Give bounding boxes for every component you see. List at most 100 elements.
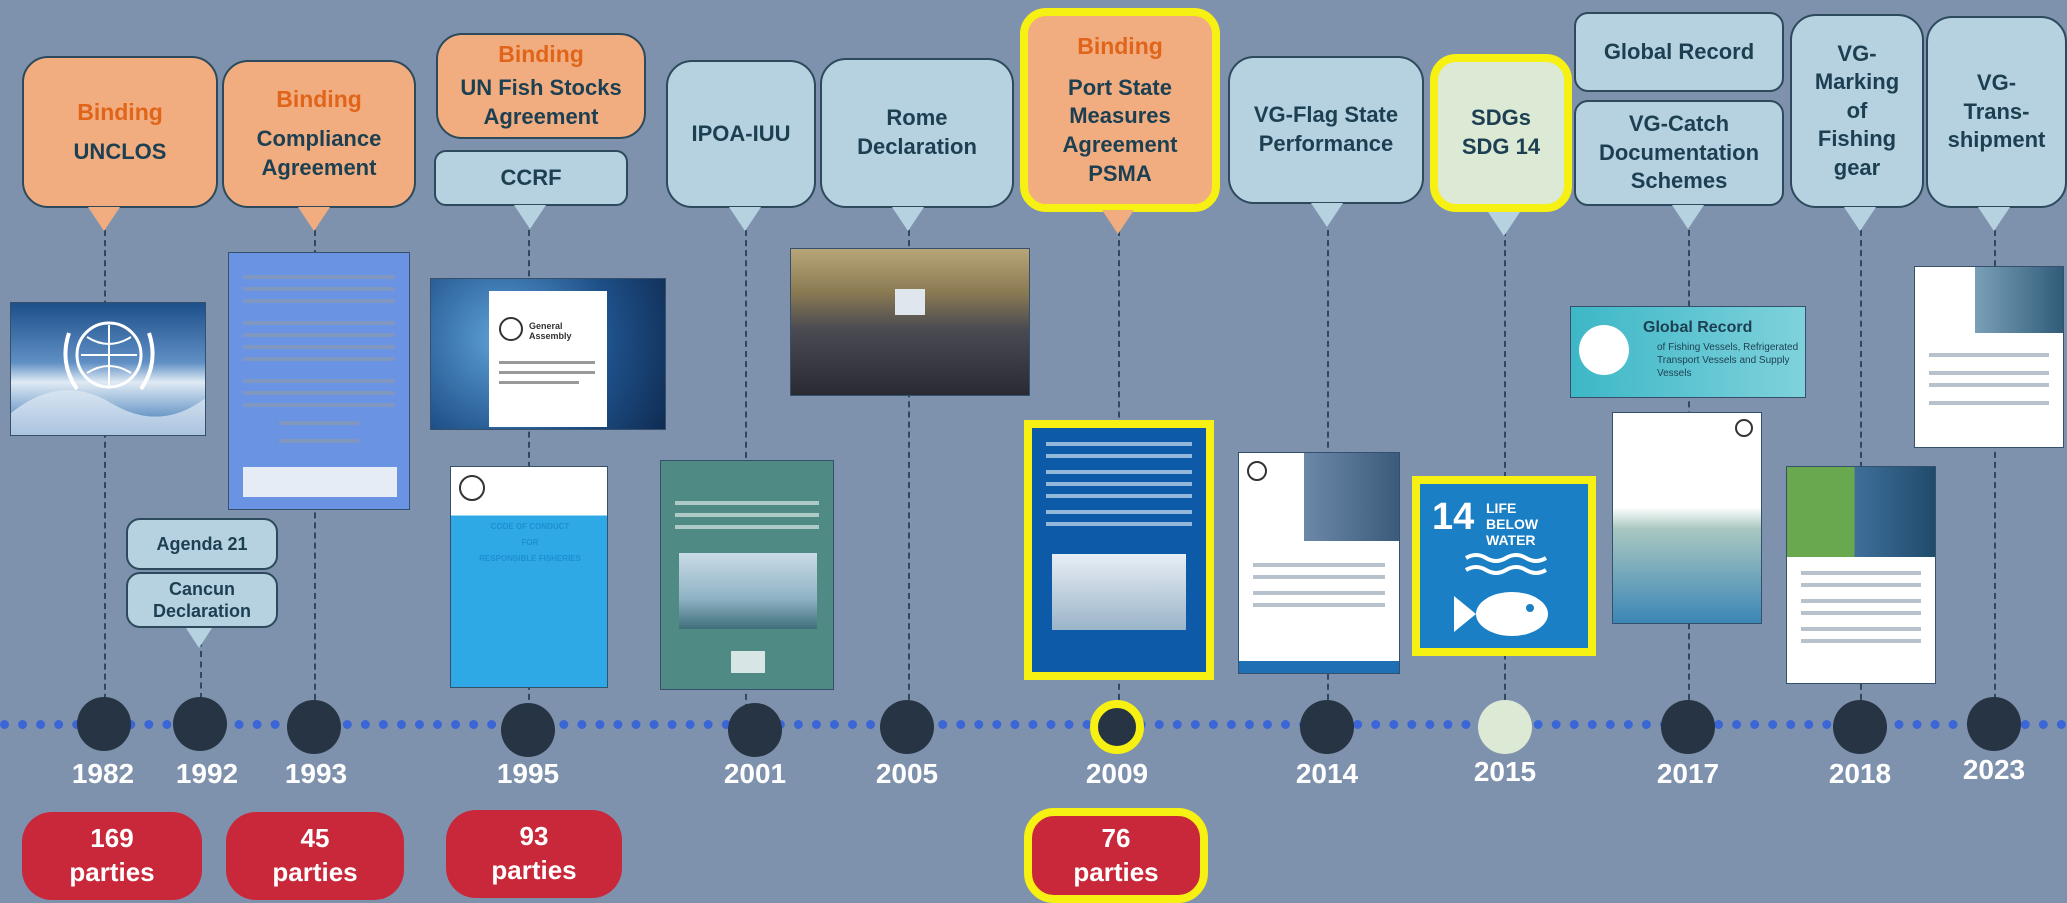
un-emblem-icon xyxy=(11,321,205,435)
psma-document-cover xyxy=(1024,420,1214,680)
callout-pointer xyxy=(514,205,546,229)
timeline-dot-2017 xyxy=(1661,700,1715,754)
callout-pointer xyxy=(729,207,761,231)
parties-badge-compliance: 45 parties xyxy=(226,812,404,900)
parties-unit: parties xyxy=(69,857,155,887)
event-title: UNCLOS xyxy=(73,138,167,164)
callout-pointer xyxy=(1311,203,1343,227)
year-label: 2017 xyxy=(1656,758,1720,789)
event-title: Rome Declaration xyxy=(857,105,977,159)
event-callout-rome: Rome Declaration xyxy=(820,58,1014,208)
year-label: 1982 xyxy=(71,758,135,789)
timeline-dot-1992 xyxy=(173,697,227,751)
event-title: SDGs SDG 14 xyxy=(1461,105,1541,159)
callout-pointer xyxy=(186,628,212,648)
year-label: 2001 xyxy=(723,758,787,789)
year-label: 1995 xyxy=(496,758,560,789)
binding-tag: Binding xyxy=(77,98,163,125)
timeline-dot-1993 xyxy=(287,700,341,754)
agenda21-label: Agenda 21 xyxy=(156,533,248,554)
callout-pointer xyxy=(1978,207,2010,231)
parties-count: 76 xyxy=(1101,822,1131,853)
ga-document-image: General Assembly xyxy=(430,278,666,430)
event-title: VG-Flag State Performance xyxy=(1253,102,1399,156)
parties-count: 45 xyxy=(300,823,330,854)
event-callout-psma: Binding Port State Measures Agreement PS… xyxy=(1020,8,1220,212)
parties-unit: parties xyxy=(1073,856,1159,887)
global-record-subtitle: of Fishing Vessels, Refrigerated Transpo… xyxy=(1657,342,1799,379)
callout-pointer xyxy=(88,207,120,231)
sdg14-number: 14 xyxy=(1432,496,1475,538)
event-callout-vgcatch: VG-Catch Documentation Schemes xyxy=(1574,100,1784,206)
agenda21-box: Agenda 21 xyxy=(126,518,278,570)
ccrf-document-cover: CODE OF CONDUCT FOR RESPONSIBLE FISHERIE… xyxy=(450,466,608,688)
parties-badge-psma: 76 parties xyxy=(1024,808,1208,903)
year-label: 2015 xyxy=(1473,756,1537,787)
fish-icon xyxy=(1454,553,1548,636)
timeline-dot-2023 xyxy=(1967,697,2021,751)
vgmarking-document-cover xyxy=(1786,466,1936,684)
year-label: 2023 xyxy=(1962,754,2026,785)
event-callout-unclos: Binding UNCLOS xyxy=(22,56,218,208)
event-title: VG- Trans- shipment xyxy=(1947,70,2046,153)
event-title: Compliance Agreement xyxy=(256,126,382,180)
event-callout-compliance: Binding Compliance Agreement xyxy=(222,60,416,208)
timeline-dot-1982 xyxy=(77,697,131,751)
callout-pointer xyxy=(1844,207,1876,231)
global-record-title: Global Record xyxy=(1643,319,1753,336)
compliance-document-cover xyxy=(228,252,410,510)
year-label: 1993 xyxy=(284,758,348,789)
timeline-dot-2001 xyxy=(728,703,782,757)
parties-badge-unfsa: 93 parties xyxy=(446,810,622,898)
event-callout-ipoa: IPOA-IUU xyxy=(666,60,816,208)
timeline-dot-2018 xyxy=(1833,700,1887,754)
ga-label: General Assembly xyxy=(529,321,572,341)
global-record-banner: Global Record of Fishing Vessels, Refrig… xyxy=(1570,306,1806,398)
binding-tag: Binding xyxy=(1077,32,1163,59)
event-subtitle: VG-Catch Documentation Schemes xyxy=(1598,111,1760,194)
callout-pointer xyxy=(1488,212,1520,236)
timeline-dot-2015 xyxy=(1478,700,1532,754)
rome-declaration-photo xyxy=(790,248,1030,396)
parties-badge-unclos: 169 parties xyxy=(22,812,202,900)
vgcatch-document-cover xyxy=(1612,412,1762,624)
callout-pointer xyxy=(1672,205,1704,229)
ccrf-cover-title: CODE OF CONDUCT FOR RESPONSIBLE FISHERIE… xyxy=(479,522,581,563)
event-title: VG- Marking of Fishing gear xyxy=(1814,40,1900,180)
callout-pointer xyxy=(892,207,924,231)
event-callout-vgmarking: VG- Marking of Fishing gear xyxy=(1790,14,1924,208)
unclos-image xyxy=(10,302,206,436)
year-label: 2005 xyxy=(875,758,939,789)
timeline-dot-2009 xyxy=(1090,700,1144,754)
event-subtitle: CCRF xyxy=(500,164,562,190)
sdg14-label: LIFE BELOW WATER xyxy=(1486,500,1539,549)
year-label: 2014 xyxy=(1295,758,1359,789)
cancun-box: Cancun Declaration xyxy=(126,572,278,628)
timeline-dot-2014 xyxy=(1300,700,1354,754)
cancun-label: Cancun Declaration xyxy=(152,578,252,622)
ipoa-document-cover xyxy=(660,460,834,690)
event-callout-ccrf: CCRF xyxy=(434,150,628,206)
event-title: IPOA-IUU xyxy=(691,120,791,146)
vgtrans-document-cover xyxy=(1914,266,2064,448)
year-label: 2009 xyxy=(1085,758,1149,789)
timeline-dot-2005 xyxy=(880,700,934,754)
event-callout-sdg: SDGs SDG 14 xyxy=(1430,54,1572,212)
event-callout-vgflag: VG-Flag State Performance xyxy=(1228,56,1424,204)
year-label: 2018 xyxy=(1828,758,1892,789)
event-title: Port State Measures Agreement PSMA xyxy=(1062,74,1178,186)
sdg14-image: 14 LIFE BELOW WATER xyxy=(1412,476,1596,656)
callout-pointer xyxy=(298,207,330,231)
parties-unit: parties xyxy=(272,857,358,887)
year-label: 1992 xyxy=(175,758,239,789)
parties-count: 93 xyxy=(519,821,549,852)
event-callout-global-record: Global Record xyxy=(1574,12,1784,92)
binding-tag: Binding xyxy=(498,41,584,68)
timeline-dot-1995 xyxy=(501,703,555,757)
binding-tag: Binding xyxy=(276,86,362,113)
event-callout-vgtrans: VG- Trans- shipment xyxy=(1926,16,2067,208)
event-title: UN Fish Stocks Agreement xyxy=(460,75,622,129)
parties-unit: parties xyxy=(491,855,577,885)
parties-count: 169 xyxy=(90,823,134,854)
event-callout-unfsa: Binding UN Fish Stocks Agreement xyxy=(436,33,646,139)
